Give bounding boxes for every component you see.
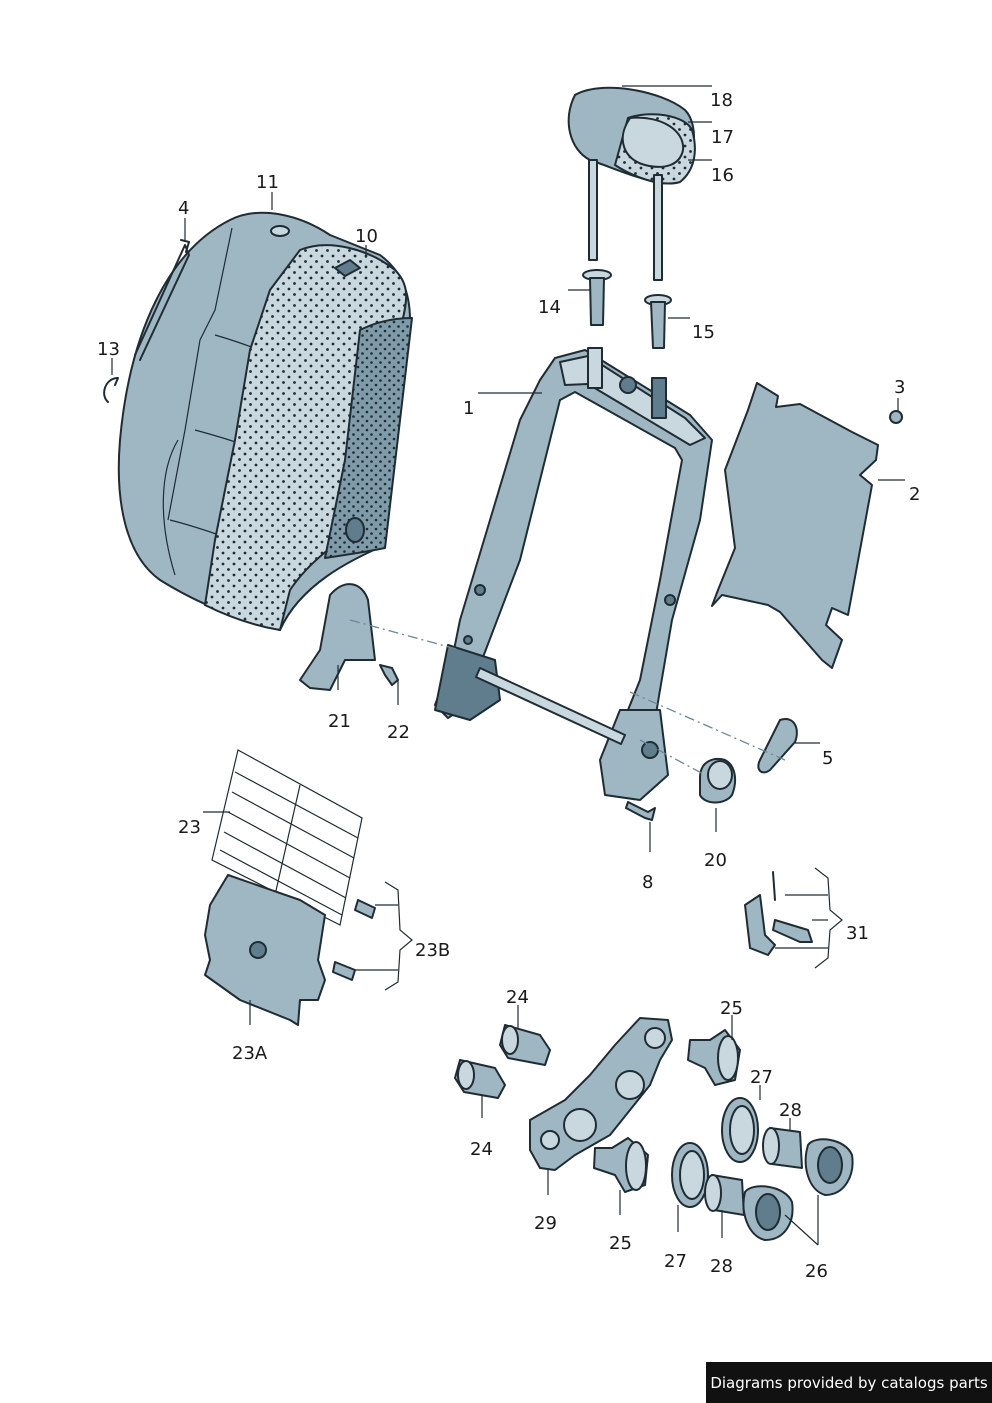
callout-25-bottom: 25	[609, 1233, 632, 1254]
callout-26: 26	[805, 1261, 828, 1282]
lumbar-spring-mat	[211, 749, 363, 926]
callout-14: 14	[538, 297, 561, 318]
bushing-28-bottom	[704, 1174, 745, 1216]
callout-21: 21	[328, 711, 351, 732]
callout-16: 16	[711, 165, 734, 186]
callout-20: 20	[704, 850, 727, 871]
callout-11: 11	[256, 172, 279, 193]
callout-24-top: 24	[506, 987, 529, 1008]
rear-panel	[711, 382, 879, 669]
callout-27-bottom: 27	[664, 1251, 687, 1272]
callout-10: 10	[355, 226, 378, 247]
callout-5: 5	[822, 748, 833, 769]
leader-lines	[111, 85, 905, 1246]
headrest	[567, 86, 696, 281]
sleeve-24-top	[499, 1024, 551, 1066]
clip	[103, 377, 119, 403]
callout-8: 8	[642, 872, 653, 893]
callout-29: 29	[534, 1213, 557, 1234]
callout-2: 2	[909, 484, 920, 505]
callout-22: 22	[387, 722, 410, 743]
callout-3: 3	[894, 377, 905, 398]
ring-27-bottom	[671, 1142, 709, 1208]
recliner-knob	[699, 758, 737, 804]
nut	[889, 410, 903, 424]
callout-27-top: 27	[750, 1067, 773, 1088]
cap-26-bottom	[742, 1185, 794, 1241]
bushing-28-top	[762, 1127, 803, 1169]
callout-1: 1	[463, 398, 474, 419]
bracket-31	[744, 894, 776, 956]
screw-22	[379, 664, 399, 686]
callout-15: 15	[692, 322, 715, 343]
callout-4: 4	[178, 198, 189, 219]
retaining-wire	[134, 239, 190, 361]
pin-25-top	[687, 1029, 741, 1086]
sleeve-24-bottom	[454, 1059, 506, 1099]
callout-13: 13	[97, 339, 120, 360]
callout-17: 17	[711, 127, 734, 148]
headrest-guide-15	[644, 294, 672, 349]
callout-25-top: 25	[720, 998, 743, 1019]
catalog-credit-banner: Diagrams provided by catalogs parts	[706, 1362, 992, 1403]
ring-27-top	[721, 1097, 759, 1163]
callout-labels: 1 2 3 4 5 8 10 11 13 14 15 16 17 18 20 2…	[97, 90, 920, 1282]
callout-23: 23	[178, 817, 201, 838]
lever-cap	[757, 718, 798, 774]
callout-24-bottom: 24	[470, 1139, 493, 1160]
side-trim	[299, 583, 376, 691]
callout-28-top: 28	[779, 1100, 802, 1121]
bolt-8	[625, 801, 656, 821]
callout-31: 31	[846, 923, 869, 944]
backrest-frame	[434, 347, 713, 801]
foam-pad	[204, 225, 413, 631]
callout-18: 18	[710, 90, 733, 111]
callout-28-bottom: 28	[710, 1256, 733, 1277]
callout-23a: 23A	[232, 1043, 268, 1064]
headrest-guide-14	[582, 269, 612, 326]
cap-26-top	[804, 1138, 854, 1196]
pin-25-bottom	[593, 1137, 649, 1193]
callout-23b: 23B	[415, 940, 450, 961]
